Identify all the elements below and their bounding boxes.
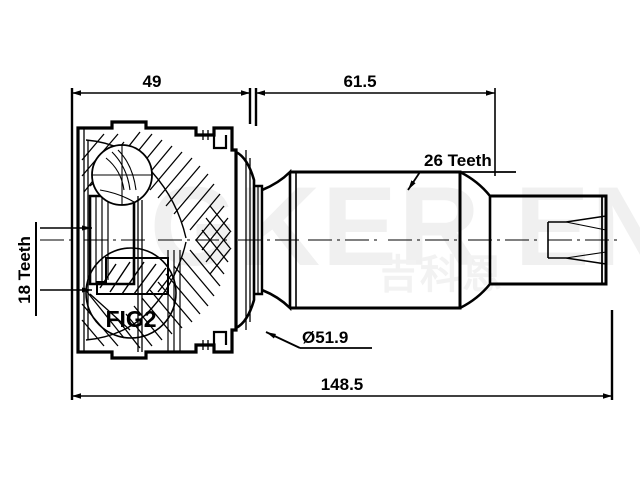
fig2-label: FIG2 [105, 306, 156, 332]
annotation-18-teeth: 18 Teeth [15, 222, 92, 316]
housing-groove-marks [202, 130, 209, 350]
fig2-circle [85, 247, 177, 339]
housing-step-lower [212, 330, 228, 345]
dimension-148-5: 148.5 [72, 310, 614, 400]
fig2-section-outline [96, 257, 169, 295]
housing-race-lower [85, 241, 187, 341]
watermark-cjk-text: 吉科恩 [378, 252, 504, 298]
shaft-barrel [290, 170, 462, 310]
dimension-61-5: 61.5 [254, 72, 496, 176]
housing-step-upper [212, 135, 228, 150]
annotation-label-diameter: Ø51.9 [302, 328, 348, 347]
annotation-label-26-teeth: 26 Teeth [424, 151, 492, 170]
watermark-group: GKER EN 吉科恩 [150, 164, 640, 298]
dimension-49: 49 [70, 72, 252, 400]
dim-label-61-5: 61.5 [343, 72, 376, 91]
internal-bore-taper [565, 221, 607, 259]
fig2-detail-callout: FIG2 [85, 247, 177, 339]
annotation-label-18-teeth: 18 Teeth [15, 236, 34, 304]
dim-label-148-5: 148.5 [321, 375, 364, 394]
hub-wall-lines [137, 196, 143, 352]
annotation-26-teeth: 26 Teeth [407, 151, 516, 191]
watermark-latin-text: GKER EN [150, 164, 640, 289]
leader-diameter [265, 331, 301, 349]
dim-label-49: 49 [143, 72, 162, 91]
leader-26-teeth [407, 171, 421, 191]
housing-outline [76, 120, 238, 360]
annotation-diameter: Ø51.9 [265, 328, 372, 349]
ball-bearing-upper-detail [92, 145, 152, 205]
fig2-hatch [99, 261, 173, 295]
